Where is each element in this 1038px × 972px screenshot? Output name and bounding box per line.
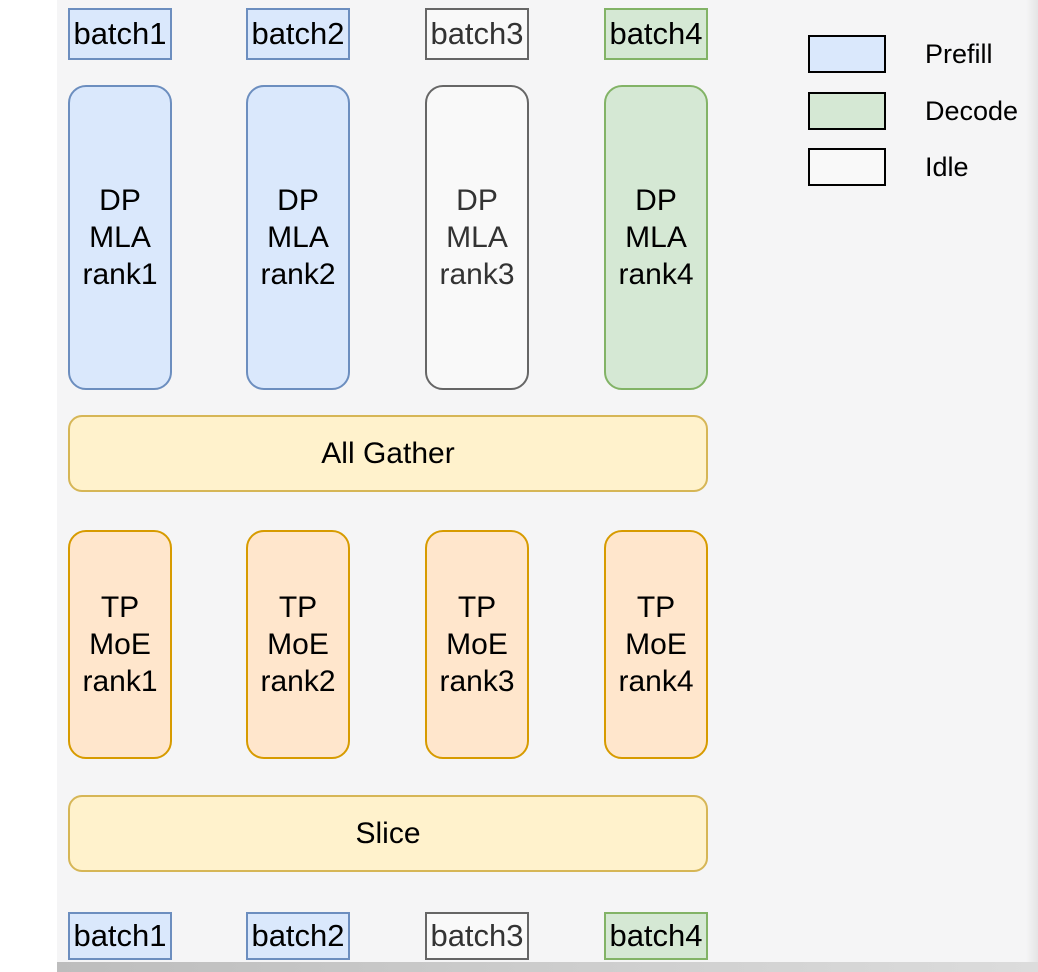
tp-rank4-line1: TP bbox=[636, 591, 676, 624]
bottom-batch2-label: batch2 bbox=[246, 912, 350, 960]
dp-rank2-line2: MLA bbox=[267, 221, 329, 254]
tp-rank1-line3: rank1 bbox=[82, 665, 158, 698]
bottom-batch3-label: batch3 bbox=[425, 912, 529, 960]
bottom-batch1-label: batch1 bbox=[68, 912, 172, 960]
tp-rank3-line2: MoE bbox=[446, 628, 508, 661]
tp-moe-rank3-node: TP MoE rank3 bbox=[425, 530, 529, 759]
legend-swatch-idle bbox=[808, 148, 886, 186]
tp-moe-rank4-node: TP MoE rank4 bbox=[604, 530, 708, 759]
legend-label-prefill: Prefill bbox=[925, 38, 993, 69]
tp-moe-rank2-node: TP MoE rank2 bbox=[246, 530, 350, 759]
dp-mla-rank1-node: DP MLA rank1 bbox=[68, 85, 172, 390]
dp-rank1-line2: MLA bbox=[89, 221, 151, 254]
dp-rank3-line2: MLA bbox=[446, 221, 508, 254]
tp-rank1-line1: TP bbox=[100, 591, 140, 624]
top-batch2-label: batch2 bbox=[246, 8, 350, 60]
legend-swatch-decode bbox=[808, 92, 886, 130]
dp-rank4-line2: MLA bbox=[625, 221, 687, 254]
canvas-right-shadow bbox=[1026, 0, 1038, 962]
top-batch3-label: batch3 bbox=[425, 8, 529, 60]
dp-rank2-line3: rank2 bbox=[260, 258, 336, 291]
dp-mla-rank4-node: DP MLA rank4 bbox=[604, 85, 708, 390]
tp-rank2-line2: MoE bbox=[267, 628, 329, 661]
dp-rank4-line3: rank4 bbox=[618, 258, 694, 291]
dp-rank1-line3: rank1 bbox=[82, 258, 158, 291]
top-batch1-label: batch1 bbox=[68, 8, 172, 60]
canvas-bottom-edge bbox=[57, 962, 1038, 972]
tp-rank2-line1: TP bbox=[278, 591, 318, 624]
dp-rank3-line3: rank3 bbox=[439, 258, 515, 291]
bottom-batch4-label: batch4 bbox=[604, 912, 708, 960]
legend-label-idle: Idle bbox=[925, 151, 969, 182]
dp-mla-rank2-node: DP MLA rank2 bbox=[246, 85, 350, 390]
dp-rank1-line1: DP bbox=[99, 184, 141, 217]
tp-rank2-line3: rank2 bbox=[260, 665, 336, 698]
legend-swatch-prefill bbox=[808, 35, 886, 73]
legend-label-decode: Decode bbox=[925, 95, 1019, 126]
slice-bar: Slice bbox=[68, 795, 708, 872]
tp-rank4-line3: rank4 bbox=[618, 665, 694, 698]
dp-rank4-line1: DP bbox=[635, 184, 677, 217]
top-batch4-label: batch4 bbox=[604, 8, 708, 60]
all-gather-bar: All Gather bbox=[68, 415, 708, 492]
dp-rank3-line1: DP bbox=[456, 184, 498, 217]
dp-mla-rank3-node: DP MLA rank3 bbox=[425, 85, 529, 390]
tp-rank3-line1: TP bbox=[457, 591, 497, 624]
dp-rank2-line1: DP bbox=[277, 184, 319, 217]
tp-rank1-line2: MoE bbox=[89, 628, 151, 661]
tp-rank4-line2: MoE bbox=[625, 628, 687, 661]
tp-rank3-line3: rank3 bbox=[439, 665, 515, 698]
tp-moe-rank1-node: TP MoE rank1 bbox=[68, 530, 172, 759]
